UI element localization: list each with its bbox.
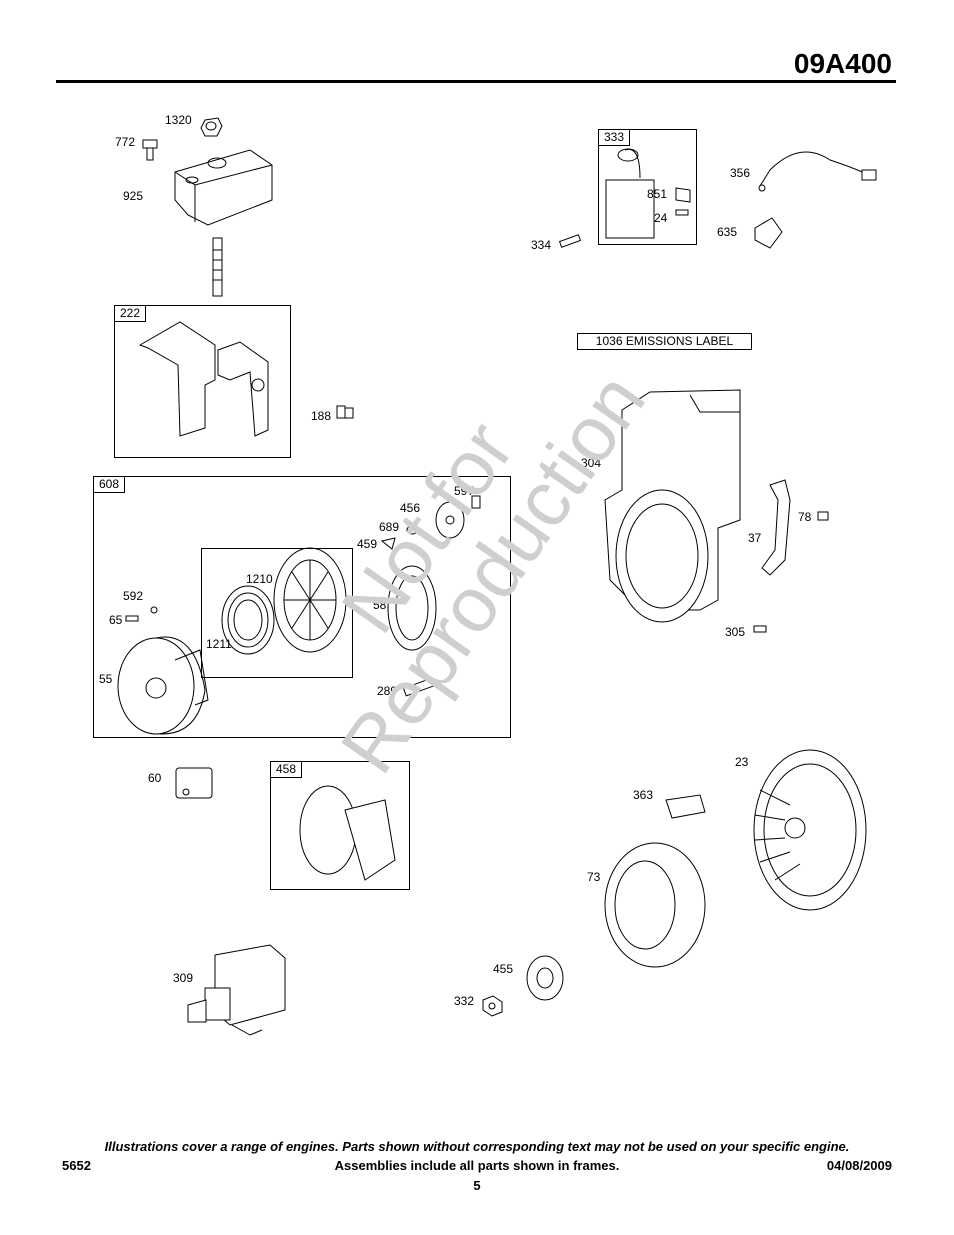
- screw-icon-65: [125, 615, 139, 622]
- part-label-24: 24: [654, 211, 668, 225]
- footer-note: Illustrations cover a range of engines. …: [104, 1139, 850, 1154]
- part-label-1211: 1211: [206, 637, 232, 651]
- screw-icon-597: [471, 495, 481, 509]
- part-label-851: 851: [647, 187, 668, 201]
- spark-plug-cap-icon-635: [754, 217, 783, 249]
- part-label-363: 363: [633, 788, 654, 802]
- bolt-icon-305: [753, 625, 767, 633]
- frame-recoil-subassembly: [201, 548, 353, 678]
- flywheel-icon-23: [753, 749, 867, 911]
- frame-tag-608: 608: [94, 477, 126, 493]
- frame-333: 333: [598, 129, 697, 245]
- part-label-925: 925: [123, 189, 144, 203]
- part-label-334: 334: [531, 238, 552, 252]
- ring-icon-689: [406, 525, 418, 535]
- part-label-689: 689: [379, 520, 400, 534]
- screw-icon-334: [558, 234, 582, 248]
- stud-icon: [212, 237, 223, 297]
- pulley-icon-58: [387, 565, 437, 651]
- cup-icon-456: [435, 501, 465, 539]
- switch-icon-60: [175, 767, 213, 799]
- pin-icon-24: [675, 209, 689, 216]
- nut-icon-1320: [200, 117, 223, 137]
- part-label-1320: 1320: [165, 113, 192, 127]
- spring-icon-1211: [221, 585, 275, 655]
- header-rule: [56, 80, 896, 83]
- frame-608: 608: [93, 476, 511, 738]
- bolt-icon-188: [336, 405, 354, 419]
- rewind-housing-icon-55: [117, 636, 209, 735]
- clutch-icon-455: [526, 955, 564, 1001]
- brake-icon-363: [665, 794, 706, 819]
- frame-tag-458: 458: [271, 762, 303, 778]
- part-label-65: 65: [109, 613, 123, 627]
- part-label-459: 459: [357, 537, 378, 551]
- pawl-icon-459: [380, 537, 396, 550]
- emissions-label-box: 1036 EMISSIONS LABEL: [577, 333, 752, 350]
- armature-icon-333: [605, 148, 655, 239]
- part-label-1210: 1210: [246, 572, 273, 586]
- part-label-332: 332: [454, 994, 475, 1008]
- part-label-304: 304: [581, 456, 602, 470]
- part-label-456: 456: [400, 501, 421, 515]
- clip-icon-851: [675, 187, 691, 203]
- frame-458: 458: [270, 761, 410, 890]
- cover-icon-925: [174, 149, 273, 226]
- part-label-305: 305: [725, 625, 746, 639]
- part-label-73: 73: [587, 870, 601, 884]
- part-label-60: 60: [148, 771, 162, 785]
- frame-222: 222: [114, 305, 291, 458]
- part-label-592: 592: [123, 589, 144, 603]
- bracket-icon-37: [761, 479, 791, 576]
- part-label-23: 23: [735, 755, 749, 769]
- pulley-icon-1210: [273, 547, 347, 653]
- part-label-356: 356: [730, 166, 751, 180]
- frame-tag-333: 333: [599, 130, 631, 146]
- part-label-597: 597: [454, 484, 475, 498]
- part-label-772: 772: [115, 135, 136, 149]
- muffler-icon-309: [187, 944, 286, 1036]
- part-label-78: 78: [798, 510, 812, 524]
- part-label-455: 455: [493, 962, 514, 976]
- guard-icon-458: [299, 785, 396, 881]
- model-number: 09A400: [793, 48, 892, 79]
- blower-housing-icon-304: [604, 389, 741, 623]
- part-label-55: 55: [99, 672, 113, 686]
- footer-assemblies: Assemblies include all parts shown in fr…: [334, 1158, 620, 1173]
- page-number: 5: [473, 1178, 481, 1193]
- wire-icon-356: [758, 151, 877, 192]
- part-label-635: 635: [717, 225, 738, 239]
- part-label-37: 37: [748, 531, 762, 545]
- pin-icon-289: [402, 677, 436, 697]
- doc-number: 5652: [62, 1158, 91, 1173]
- part-label-309: 309: [173, 971, 194, 985]
- screen-icon-73: [604, 842, 706, 968]
- bolt-icon-772: [142, 139, 158, 161]
- bracket-icon-222: [138, 321, 269, 437]
- part-label-58: 58: [373, 598, 387, 612]
- frame-tag-222: 222: [115, 306, 147, 322]
- part-label-188: 188: [311, 409, 332, 423]
- nut-icon-332: [482, 995, 503, 1017]
- bolt-icon-78: [817, 511, 829, 521]
- part-label-289: 289: [377, 684, 398, 698]
- doc-date: 04/08/2009: [826, 1158, 892, 1173]
- nut-icon-592: [150, 606, 158, 614]
